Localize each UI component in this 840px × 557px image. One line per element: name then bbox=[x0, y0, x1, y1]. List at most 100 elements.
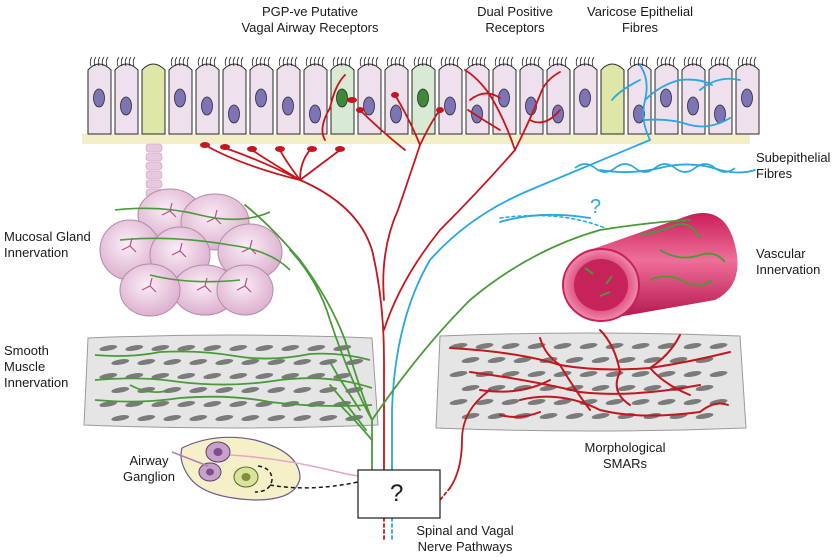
gland-nerve-fibres bbox=[114, 207, 291, 283]
cilium bbox=[255, 56, 259, 67]
label-smars: Morphological SMARs bbox=[555, 440, 695, 472]
muscle-cell-nucleus bbox=[657, 399, 676, 405]
muscle-cell-nucleus bbox=[99, 345, 118, 351]
label-varicose: Varicose Epithelial Fibres bbox=[560, 4, 720, 36]
muscle-cell-nucleus bbox=[319, 359, 338, 365]
label-subepithelial-line2: Fibres bbox=[756, 166, 793, 181]
muscle-cell-nucleus bbox=[513, 357, 532, 363]
muscle-cell-nucleus bbox=[99, 373, 118, 379]
cilium bbox=[502, 56, 506, 67]
muscle-cell-nucleus bbox=[527, 371, 546, 377]
muscle-cell-nucleus bbox=[215, 387, 234, 393]
cilium bbox=[394, 56, 398, 67]
label-vascular-line1: Vascular bbox=[756, 246, 806, 261]
cilium bbox=[506, 56, 510, 67]
cilium bbox=[348, 56, 352, 67]
label-varicose-line1: Varicose Epithelial bbox=[587, 4, 693, 19]
muscle-cell-nucleus bbox=[643, 385, 662, 391]
cell-nucleus bbox=[444, 96, 456, 116]
muscle-cell-nucleus bbox=[241, 387, 260, 393]
muscle-cell-nucleus bbox=[267, 415, 286, 421]
cilium bbox=[367, 56, 371, 67]
cell-nucleus bbox=[363, 96, 375, 116]
muscle-cell-nucleus bbox=[203, 401, 222, 407]
cilium bbox=[186, 56, 190, 67]
cilium bbox=[313, 56, 317, 67]
cell-nucleus bbox=[741, 88, 753, 108]
cilium bbox=[282, 56, 286, 67]
cilium bbox=[132, 56, 136, 67]
label-smars-line1: Morphological bbox=[584, 440, 666, 455]
cilium bbox=[290, 56, 294, 67]
muscle-cell-nucleus bbox=[307, 345, 326, 351]
muscle-cell-nucleus bbox=[111, 387, 130, 393]
cilium bbox=[552, 56, 556, 67]
cilium bbox=[182, 56, 186, 67]
cilium bbox=[240, 56, 244, 67]
gland-lumen bbox=[171, 242, 187, 258]
muscle-cell-nucleus bbox=[475, 399, 494, 405]
label-smooth-line3: Innervation bbox=[4, 375, 69, 390]
label-nerve-pathways: Spinal and Vagal Nerve Pathways bbox=[395, 523, 535, 555]
muscle-cell-nucleus bbox=[461, 357, 480, 363]
cell-nucleus bbox=[201, 96, 213, 116]
cell-nucleus bbox=[579, 88, 591, 108]
muscle-cell-nucleus bbox=[99, 401, 118, 407]
cilium bbox=[699, 56, 703, 67]
muscle-cell-nucleus bbox=[189, 387, 208, 393]
muscle-cell-nucleus bbox=[203, 345, 222, 351]
cell-nucleus bbox=[390, 104, 402, 124]
muscle-cell-nucleus bbox=[475, 343, 494, 349]
cilium bbox=[305, 56, 309, 67]
cilium bbox=[475, 56, 479, 67]
cilium bbox=[128, 56, 132, 67]
cilium bbox=[267, 56, 271, 67]
muscle-cell-nucleus bbox=[553, 399, 572, 405]
cilium bbox=[456, 56, 460, 67]
label-pgp-line1: PGP-ve Putative bbox=[261, 4, 359, 19]
cilium bbox=[537, 56, 541, 67]
label-mucosal-line1: Mucosal Gland bbox=[4, 229, 91, 244]
cilium bbox=[633, 56, 637, 67]
cilium bbox=[483, 56, 487, 67]
muscle-cell-nucleus bbox=[177, 401, 196, 407]
muscle-cell-nucleus bbox=[215, 415, 234, 421]
cell-nucleus bbox=[309, 104, 321, 124]
muscle-cell-nucleus bbox=[617, 385, 636, 391]
cilium bbox=[448, 56, 452, 67]
muscle-cell-nucleus bbox=[255, 373, 274, 379]
label-vascular: Vascular Innervation bbox=[756, 246, 820, 278]
cilium bbox=[251, 56, 255, 67]
cilium bbox=[263, 56, 267, 67]
cilium bbox=[174, 56, 178, 67]
cilium bbox=[278, 56, 282, 67]
label-subepithelial-line1: Subepithelial bbox=[756, 150, 831, 165]
cell-nucleus bbox=[660, 88, 672, 108]
cilium bbox=[429, 56, 433, 67]
muscle-cell-nucleus bbox=[501, 399, 520, 405]
muscle-cell-nucleus bbox=[695, 413, 714, 419]
cilium bbox=[753, 56, 757, 67]
smooth-muscle-nerve-fibres bbox=[94, 350, 373, 407]
muscle-cell-nucleus bbox=[215, 359, 234, 365]
cilium bbox=[660, 56, 664, 67]
muscle-cell-nucleus bbox=[189, 415, 208, 421]
cilium bbox=[213, 56, 217, 67]
muscle-cell-nucleus bbox=[461, 385, 480, 391]
muscle-cell-nucleus bbox=[281, 373, 300, 379]
muscle-cell-nucleus bbox=[683, 399, 702, 405]
cell-nucleus bbox=[633, 104, 645, 124]
muscle-cell-nucleus bbox=[501, 371, 520, 377]
cilium bbox=[629, 56, 633, 67]
cilium bbox=[390, 56, 394, 67]
cilium bbox=[656, 56, 660, 67]
cilium bbox=[641, 56, 645, 67]
nerve-pathways bbox=[244, 139, 691, 541]
muscle-cell-nucleus bbox=[449, 371, 468, 377]
cilium bbox=[749, 56, 753, 67]
cell-nucleus bbox=[417, 88, 429, 108]
cilium bbox=[116, 56, 120, 67]
muscle-cell-nucleus bbox=[709, 371, 728, 377]
varicose-epithelial-fibres bbox=[599, 64, 756, 174]
muscle-cell-nucleus bbox=[241, 415, 260, 421]
